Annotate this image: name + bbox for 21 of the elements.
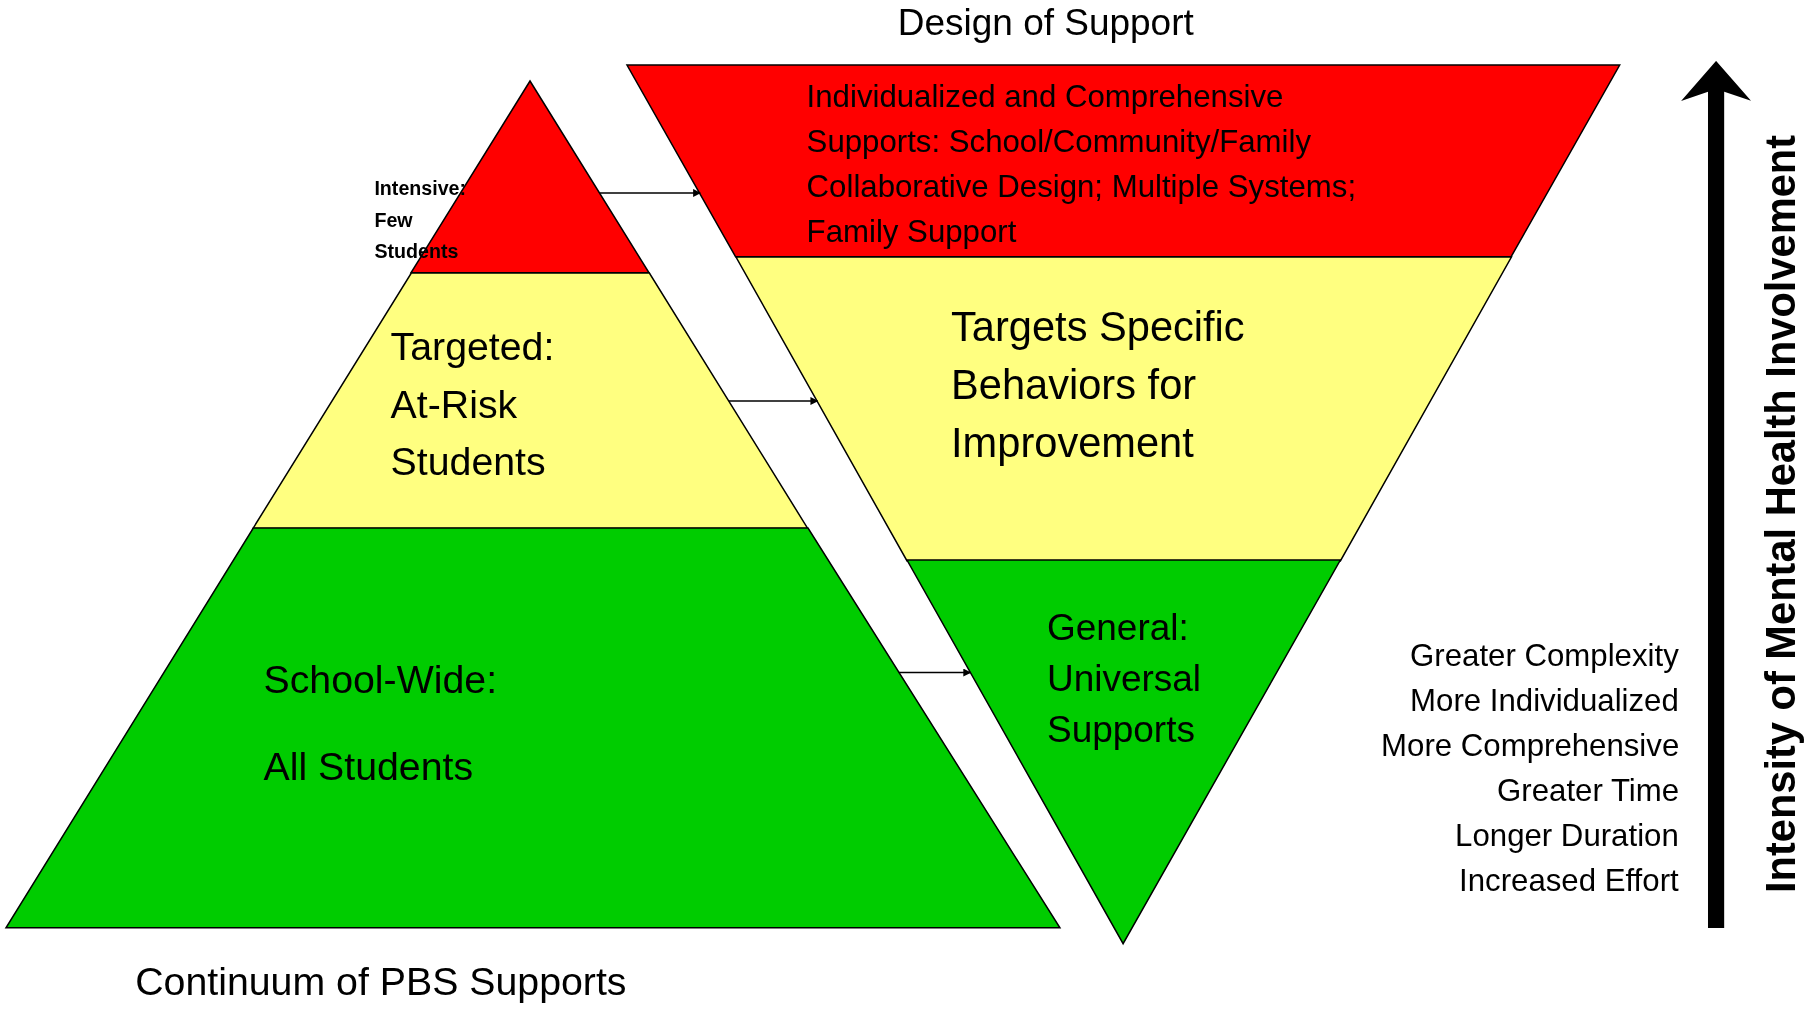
diagram-caption: Continuum of PBS Supports	[135, 959, 627, 1005]
list-item: More Comprehensive	[1381, 728, 1680, 765]
arrow	[599, 189, 702, 197]
list-item: More Individualized	[1410, 682, 1679, 719]
list-item: Increased Effort	[1459, 863, 1679, 900]
tier-text: Targets Specific Behaviors for Improvement	[951, 302, 1246, 468]
list-item: Greater Complexity	[1410, 637, 1679, 674]
tier-band	[907, 560, 1341, 945]
arrow	[898, 668, 972, 677]
arrow	[728, 397, 819, 405]
tier-text: Individualized and Comprehensive Supports: School/Community/Family Collaborative Design; Multiple Systems; Family Support	[806, 77, 1358, 252]
diagram-heading: Design of Support	[897, 2, 1194, 45]
list-item: Longer Duration	[1455, 818, 1679, 855]
tier-text: General: Universal Supports	[1046, 606, 1203, 752]
tier-text: School-Wide: All Students	[263, 655, 499, 791]
list-item: Greater Time	[1497, 773, 1680, 810]
axis-title: Intensity of Mental Health Involvement	[1756, 135, 1805, 894]
tier-band	[374, 80, 650, 273]
tier-band	[736, 256, 1512, 561]
tier-band	[253, 272, 808, 529]
tier-text: Targeted: At-Risk Students	[390, 322, 556, 486]
